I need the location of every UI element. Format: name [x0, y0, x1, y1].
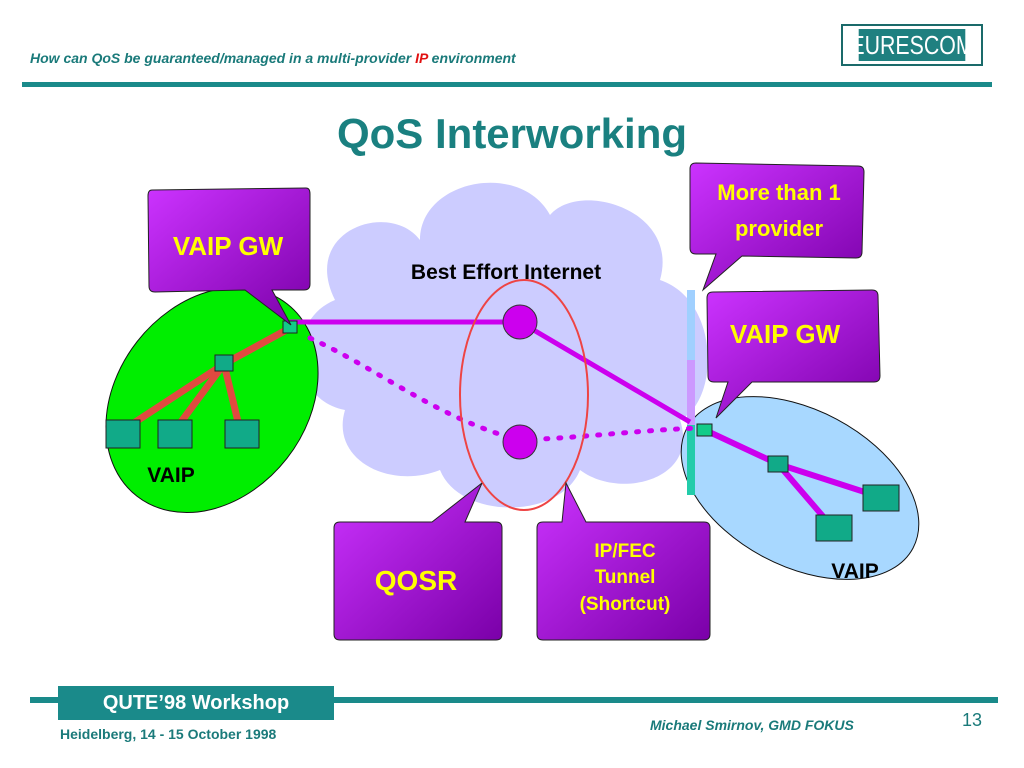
callout-more-than-one-provider: More than 1 provider — [689, 162, 865, 292]
slide-title: QoS Interworking — [336, 110, 688, 157]
callout-tunnel-line2: Tunnel — [595, 567, 656, 588]
callout-vaip-gw-left: VAIP GW — [147, 187, 311, 326]
callout-vaip-gw-right-text: VAIP GW — [730, 319, 841, 349]
left-vaip-domain — [105, 286, 319, 514]
left-host-3-icon — [224, 419, 260, 449]
callout-more-than-line1: More than 1 — [717, 180, 840, 205]
right-host-1-icon — [862, 484, 900, 512]
callout-qosr-text: QOSR — [375, 565, 457, 596]
logo-text: EURESCOM — [850, 29, 974, 61]
subtitle-text: How can QoS be guaranteed/managed in a m… — [30, 50, 416, 66]
callout-vaip-gw-right: VAIP GW — [706, 289, 881, 419]
qosr-tunnel-ellipse — [459, 279, 589, 511]
footer-divider-left — [30, 697, 58, 703]
callout-qosr: QOSR — [333, 482, 503, 641]
workshop-banner: QUTE’98 Workshop — [58, 686, 334, 720]
router-lower-icon — [502, 424, 538, 460]
left-gateway-node-icon — [282, 320, 298, 334]
eurescom-logo: EURESCOM — [841, 24, 983, 66]
right-host-2-icon — [815, 514, 853, 542]
left-host-2-icon — [157, 419, 193, 449]
cloud-label: Best Effort Internet — [411, 261, 601, 284]
callout-more-than-line2: provider — [735, 216, 823, 241]
callout-tunnel-line1: IP/FEC — [594, 541, 656, 562]
left-host-1-icon — [105, 419, 141, 449]
subtitle-text-end: environment — [427, 50, 516, 66]
right-switch-node-icon — [767, 455, 789, 473]
callout-vaip-gw-left-text: VAIP GW — [173, 231, 284, 261]
callout-tunnel-line3: (Shortcut) — [580, 594, 671, 615]
router-upper-icon — [502, 304, 538, 340]
callout-ip-fec-tunnel: IP/FEC Tunnel (Shortcut) — [536, 481, 711, 641]
left-switch-node-icon — [214, 354, 234, 372]
subtitle-highlight: IP — [415, 50, 428, 66]
footer-divider-right — [334, 697, 998, 703]
workshop-location: Heidelberg, 14 - 15 October 1998 — [60, 726, 277, 742]
page-number: 13 — [962, 710, 983, 730]
left-domain-label: VAIP — [147, 464, 194, 487]
right-domain-label: VAIP — [831, 560, 878, 583]
slide-subtitle: How can QoS be guaranteed/managed in a m… — [30, 50, 516, 66]
slide-author: Michael Smirnov, GMD FOKUS — [650, 717, 854, 733]
right-gateway-node-icon — [696, 423, 713, 437]
header-divider — [22, 82, 992, 87]
left-tree-links — [119, 324, 294, 434]
provider-boundary — [687, 290, 695, 495]
best-effort-internet-cloud — [300, 182, 708, 508]
